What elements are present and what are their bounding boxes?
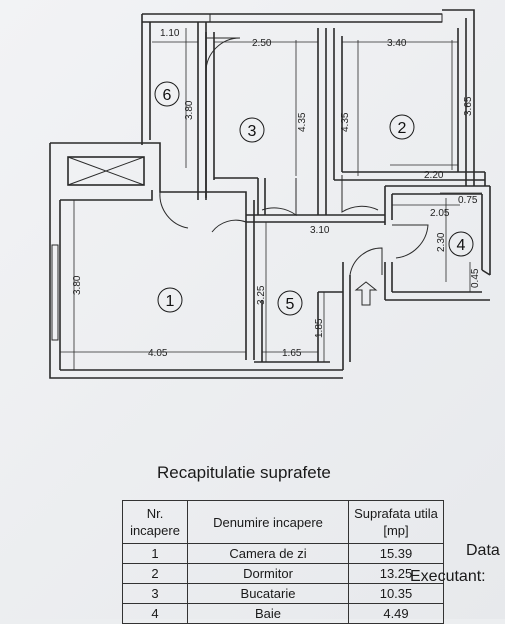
dim-3-10: 3.10 xyxy=(310,225,330,236)
wall-living-room xyxy=(49,142,343,379)
cell-name: Camera de zi xyxy=(187,543,349,564)
dim-4-05: 4.05 xyxy=(148,348,168,359)
room-circle-6 xyxy=(154,81,180,107)
wall-outer-right xyxy=(442,9,475,186)
shaft-cross xyxy=(67,156,145,186)
room-label-1: 1 xyxy=(166,293,175,310)
recap-table: Nr. incapere Denumire incapere Suprafata… xyxy=(122,500,444,624)
header-name: Denumire incapere xyxy=(187,500,349,544)
dim-0-75: 0.75 xyxy=(458,195,478,206)
floor-plan: 6 3 2 4 5 1 1.10 2.50 3.40 3.80 4.35 4.3… xyxy=(49,9,491,379)
cell-area: 4.49 xyxy=(348,603,444,624)
dim-0-45: 0.45 xyxy=(470,268,481,288)
door-room4 xyxy=(392,224,429,259)
window-top xyxy=(209,13,443,23)
dim-1-65: 1.65 xyxy=(282,348,302,359)
room-circle-4 xyxy=(448,231,474,257)
dim-3-40: 3.40 xyxy=(387,38,407,49)
cell-nr: 3 xyxy=(122,583,188,604)
door-entrance xyxy=(349,247,383,276)
table-row: 1 Camera de zi 15.39 xyxy=(122,543,444,564)
dim-2-20: 2.20 xyxy=(424,170,444,181)
dim-2-05: 2.05 xyxy=(430,208,450,219)
cell-area: 15.39 xyxy=(348,543,444,564)
header-nr: Nr. incapere xyxy=(122,500,188,544)
room-label-2: 2 xyxy=(398,120,407,137)
recap-title: Recapitulatie suprafete xyxy=(157,463,331,482)
table-row: 4 Baie 4.49 xyxy=(122,603,444,624)
cell-name: Baie xyxy=(187,603,349,624)
cell-area: 10.35 xyxy=(348,583,444,604)
recap-header-row: Nr. incapere Denumire incapere Suprafata… xyxy=(122,500,444,544)
cell-name: Bucatarie xyxy=(187,583,349,604)
cell-nr: 4 xyxy=(122,603,188,624)
wall-room6 xyxy=(141,14,207,200)
wall-room5 xyxy=(254,291,343,363)
room-circle-1 xyxy=(157,287,183,313)
ventilation-shaft xyxy=(67,156,145,186)
dim-4-35-b: 4.35 xyxy=(340,112,351,132)
data-label: Data xyxy=(466,542,500,559)
dim-3-25: 3.25 xyxy=(256,285,267,305)
window-left xyxy=(51,244,59,341)
room-circle-3 xyxy=(239,117,265,143)
door-room6 xyxy=(205,37,241,73)
header-area: Suprafata utila [mp] xyxy=(348,500,444,544)
dim-3-65: 3.65 xyxy=(463,96,474,116)
dim-2-50: 2.50 xyxy=(252,38,272,49)
door-room2 xyxy=(341,175,379,213)
door-room3 xyxy=(261,178,297,216)
room-label-6: 6 xyxy=(163,87,172,104)
room-label-5: 5 xyxy=(286,296,295,313)
cell-nr: 1 xyxy=(122,543,188,564)
table-row: 2 Dormitor 13.25 xyxy=(122,563,444,584)
wall-room2 xyxy=(333,28,486,186)
dimension-lines xyxy=(60,28,482,370)
cell-name: Dormitor xyxy=(187,563,349,584)
wall-room3 xyxy=(205,28,327,215)
room-circle-5 xyxy=(277,290,303,316)
door-living xyxy=(159,191,189,229)
dim-2-30: 2.30 xyxy=(436,232,447,252)
table-row: 3 Bucatarie 10.35 xyxy=(122,583,444,604)
wall-outer-top xyxy=(142,13,442,23)
cell-nr: 2 xyxy=(122,563,188,584)
room-circle-2 xyxy=(389,114,415,140)
room-label-3: 3 xyxy=(248,123,257,140)
door-corridor xyxy=(211,219,247,233)
wall-room4 xyxy=(384,185,491,301)
entrance-arrow xyxy=(354,281,378,306)
dim-4-35-a: 4.35 xyxy=(297,112,308,132)
dim-1-85: 1.85 xyxy=(314,318,325,338)
dim-3-80-left: 3.80 xyxy=(72,275,83,295)
dim-3-80-top: 3.80 xyxy=(184,100,195,120)
dim-1-10: 1.10 xyxy=(160,28,180,39)
executant-label: Executant: xyxy=(410,568,486,585)
room-label-4: 4 xyxy=(457,237,466,254)
